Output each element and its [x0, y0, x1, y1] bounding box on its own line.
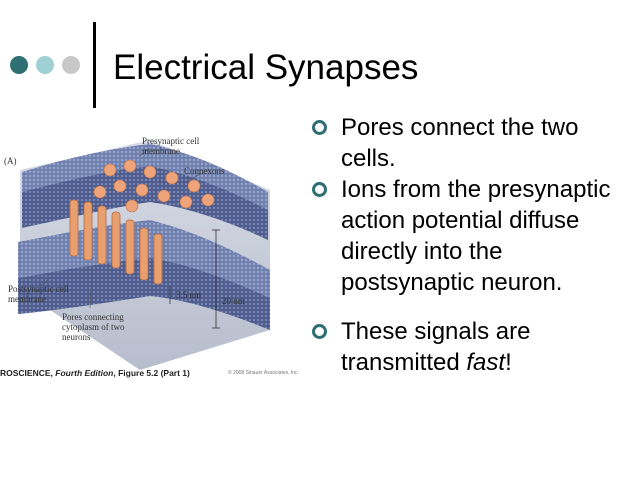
bullet-text: Pores connect the two cells. [341, 114, 579, 172]
synapse-figure: (A) Presynaptic cell membrane Connexons … [0, 130, 292, 382]
accent-dot-gray [62, 56, 80, 74]
figure-copyright: © 2008 Sinauer Associates, Inc. [228, 370, 299, 376]
label-pores: Pores connecting cytoplasm of two neuron… [62, 312, 125, 342]
accent-dots [10, 56, 82, 74]
bullet-list: Pores connect the two cells. Ions from t… [305, 112, 630, 378]
emphasis-text: fast [466, 349, 506, 376]
slide-title: Electrical Synapses [113, 48, 419, 87]
label-presynaptic: Presynaptic cell membrane [142, 136, 200, 156]
synapse-illustration [18, 140, 270, 370]
bullet-item: Pores connect the two cells. [305, 112, 630, 174]
ring-bullet-icon [312, 324, 327, 339]
accent-dot-light [36, 56, 54, 74]
label-gap-width: 3.5 nm [176, 290, 202, 300]
figure-caption: ROSCIENCE, Fourth Edition, Figure 5.2 (P… [0, 368, 190, 378]
bullet-item: These signals are transmitted fast! [305, 316, 630, 378]
panel-label: (A) [4, 156, 17, 166]
bullet-item: Ions from the presynaptic action potenti… [305, 174, 630, 298]
ring-bullet-icon [312, 182, 327, 197]
label-connexons: Connexons [184, 166, 225, 176]
label-total-width: 20 nm [222, 296, 245, 306]
label-postsynaptic: Postsynaptic cell membrane [8, 284, 69, 304]
bullet-text: Ions from the presynaptic action potenti… [341, 176, 611, 296]
accent-dot-dark [10, 56, 28, 74]
ring-bullet-icon [312, 120, 327, 135]
title-divider [93, 22, 96, 108]
bullet-text: These signals are transmitted fast! [341, 318, 531, 376]
